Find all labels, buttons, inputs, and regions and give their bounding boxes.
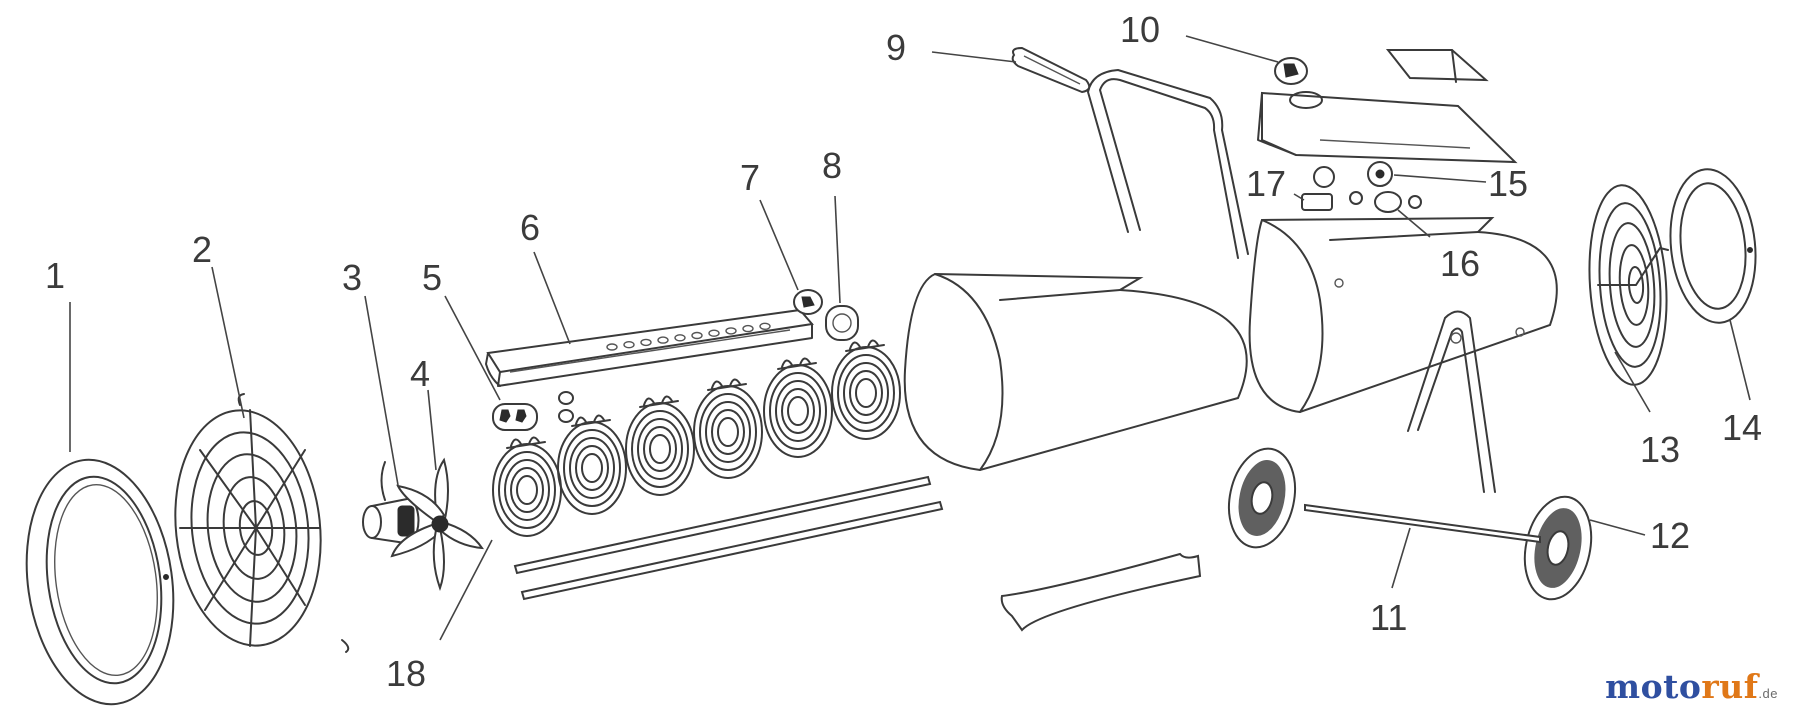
motoruf-logo: motoruf.de: [1605, 667, 1778, 706]
heating-coil: [557, 414, 627, 515]
callout-2: 2: [192, 229, 212, 270]
callout-16: 16: [1440, 243, 1480, 284]
part-rear-ring: [1669, 168, 1757, 324]
part-housing-front: [903, 272, 1248, 472]
part-pilot-lamp: [1374, 191, 1422, 213]
part-top-cover: [1257, 49, 1518, 164]
part-wheel-left: [1228, 447, 1296, 549]
part-switch: [793, 289, 823, 315]
logo-part-moto: moto: [1605, 667, 1702, 706]
part-housing-rear: [1248, 216, 1558, 414]
callout-4: 4: [410, 353, 430, 394]
callout-17: 17: [1246, 163, 1286, 204]
part-rear-legs: [1407, 310, 1496, 493]
callout-8: 8: [822, 145, 842, 186]
part-control-tray: [485, 301, 814, 387]
tray-hole: [674, 334, 686, 342]
callout-6: 6: [520, 207, 540, 248]
tray-holes: [606, 322, 771, 351]
part-motor: [362, 461, 420, 546]
tray-hole: [640, 338, 652, 347]
callout-7: 7: [740, 157, 760, 198]
callout-10: 10: [1120, 9, 1160, 50]
heating-coil: [492, 436, 562, 537]
callout-15: 15: [1488, 163, 1528, 204]
callout-labels: 1 2 3 4 5 6 7 8 9 10 11 12 13 14 15 16 1…: [45, 9, 1762, 694]
part-fan-blade: [390, 457, 484, 591]
callout-13: 13: [1640, 429, 1680, 470]
leader-lines: [69, 35, 1751, 641]
tray-hole: [606, 343, 618, 351]
callout-12: 12: [1650, 515, 1690, 556]
tray-hole: [691, 331, 703, 340]
callout-3: 3: [342, 257, 362, 298]
tray-hole: [657, 336, 669, 344]
callout-18: 18: [386, 653, 426, 694]
logo-suffix: .de: [1758, 686, 1778, 701]
tray-hole: [725, 327, 737, 335]
heating-coil: [625, 395, 695, 496]
part-heating-coils: [492, 339, 901, 537]
part-handle-frame: [1087, 69, 1249, 259]
callout-14: 14: [1722, 407, 1762, 448]
callout-9: 9: [886, 27, 906, 68]
part-terminal-block: [492, 391, 574, 431]
callout-11: 11: [1370, 597, 1407, 638]
part-bottom-strap: [1000, 552, 1202, 632]
part-handle-grip: [1011, 46, 1091, 94]
part-rails: [513, 475, 944, 601]
part-thermostat-knob: [1301, 166, 1363, 211]
callout-5: 5: [422, 257, 442, 298]
part-knob: [825, 305, 859, 341]
tray-hole: [708, 329, 720, 337]
logo-part-ruf: ruf: [1701, 667, 1759, 706]
heating-coil: [831, 339, 901, 440]
callout-1: 1: [45, 255, 65, 296]
part-wheel-right: [1523, 495, 1593, 601]
part-front-ring: [25, 458, 175, 706]
part-thermostat-clip: [1274, 57, 1308, 85]
part-switch-small: [1367, 161, 1393, 187]
tray-hole: [742, 324, 754, 333]
part-front-fan-guard: [174, 393, 350, 653]
heating-coil: [693, 378, 763, 479]
heating-coil: [763, 357, 833, 458]
tray-hole: [759, 322, 771, 330]
part-rear-fan-guard: [1588, 184, 1669, 386]
tray-hole: [623, 341, 635, 349]
part-axle: [1304, 503, 1541, 544]
